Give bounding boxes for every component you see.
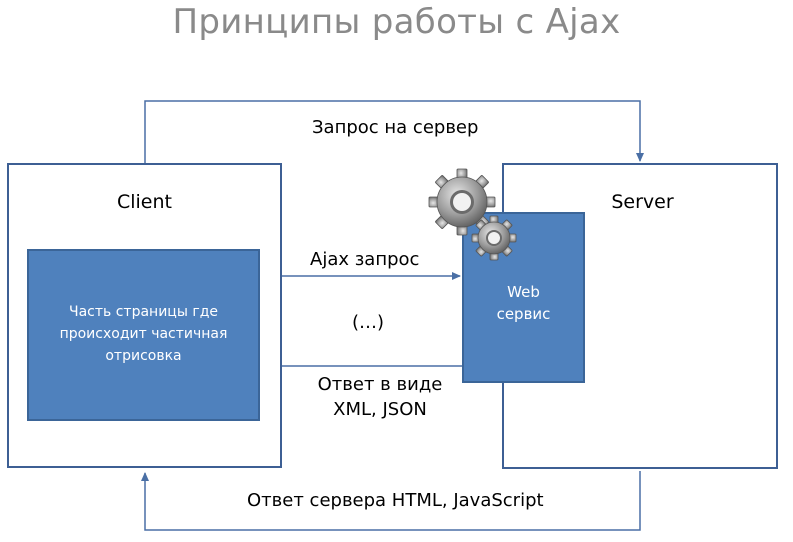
response-label-line-1: Ответ в виде: [317, 374, 443, 395]
partial-render-line-3: отрисовка: [105, 348, 182, 364]
ellipsis-label: (…): [352, 312, 385, 333]
partial-render-block: Часть страницы где происходит частичная …: [27, 249, 260, 421]
ajax-request-label: Ajax запрос: [310, 249, 420, 270]
bottom-response-arrow: [141, 471, 641, 531]
partial-render-line-1: Часть страницы где: [69, 304, 218, 320]
response-label-line-2: XML, JSON: [333, 399, 427, 420]
web-service-line-1: Web: [507, 283, 540, 301]
bottom-response-label: Ответ сервера HTML, JavaScript: [247, 490, 544, 511]
partial-render-line-2: происходит частичная: [59, 326, 228, 342]
top-request-label: Запрос на сервер: [312, 117, 479, 138]
gears-icon: [428, 168, 517, 261]
web-service-line-2: сервис: [496, 305, 551, 323]
server-label: Server: [611, 191, 674, 213]
client-label: Client: [116, 191, 172, 213]
response-label: Ответ в виде XML, JSON: [300, 372, 460, 422]
slide-title: Принципы работы с Ajax: [172, 2, 621, 42]
top-request-arrow: [144, 100, 644, 163]
